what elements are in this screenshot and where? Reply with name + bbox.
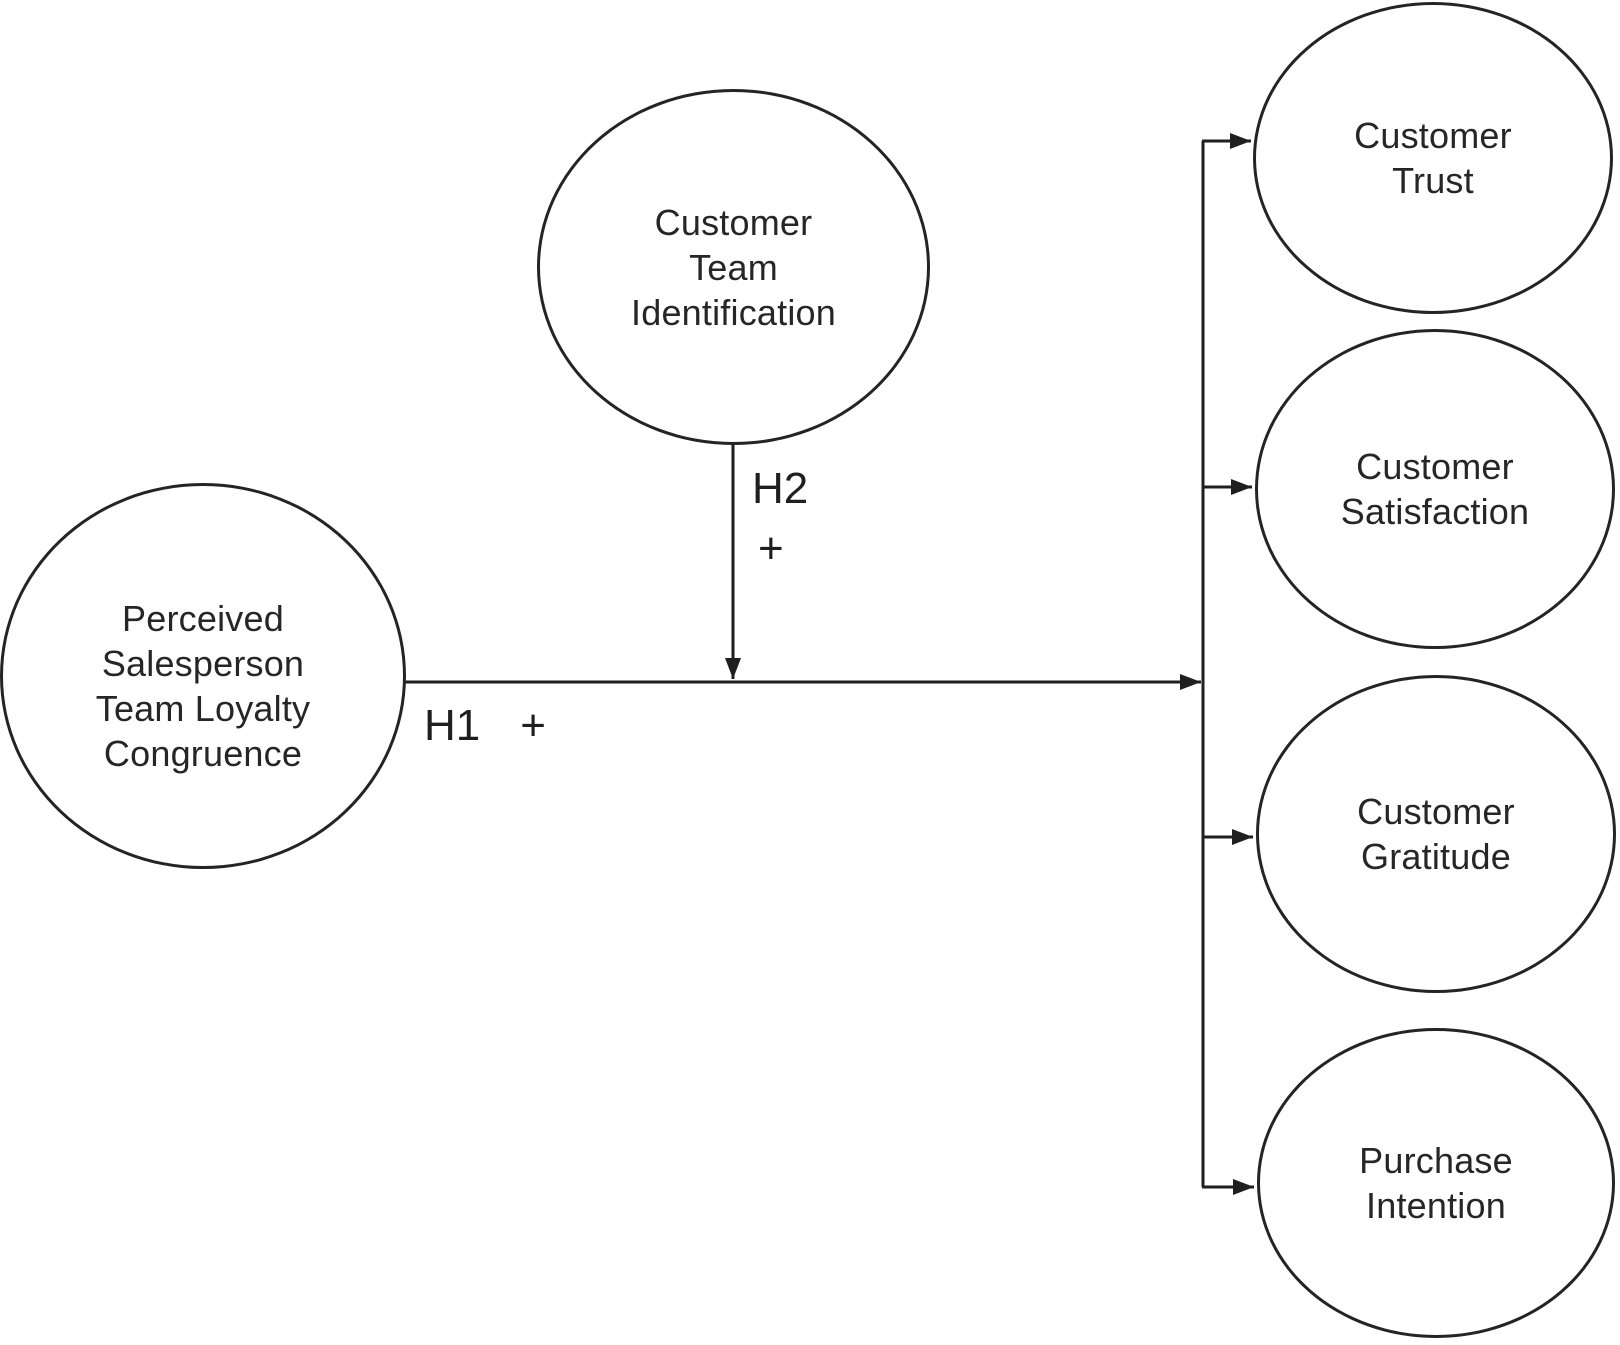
h2-sign: +: [758, 524, 784, 573]
h1-hypothesis-label: H1 +: [424, 696, 546, 756]
node-label: Customer Satisfaction: [1341, 444, 1530, 534]
node-label-line: Perceived: [122, 598, 284, 639]
node-customer-trust: Customer Trust: [1253, 2, 1613, 314]
node-label: Customer Trust: [1354, 113, 1512, 203]
node-purchase-intention: Purchase Intention: [1257, 1028, 1615, 1338]
node-label-line: Customer: [1354, 115, 1512, 156]
node-label: Purchase Intention: [1359, 1138, 1513, 1228]
node-label-line: Team: [689, 246, 778, 288]
node-perceived-salesperson-team-loyalty-congruence: Perceived Salesperson Team Loyalty Congr…: [0, 483, 406, 869]
node-label-line: Congruence: [103, 733, 303, 774]
h1-label: H1: [424, 701, 481, 750]
node-label-line: Satisfaction: [1340, 491, 1530, 532]
node-label-line: Customer: [1356, 446, 1514, 487]
h1-sign: +: [520, 701, 546, 750]
h2-label: H2: [752, 464, 809, 513]
node-label-line: Customer: [1357, 791, 1515, 832]
node-customer-team-identification: Customer Team Identification: [537, 89, 930, 445]
node-label: Customer Gratitude: [1357, 789, 1515, 879]
node-label-line: Trust: [1392, 160, 1474, 201]
node-customer-gratitude: Customer Gratitude: [1256, 675, 1616, 993]
node-customer-satisfaction: Customer Satisfaction: [1255, 329, 1615, 649]
node-label-line: Intention: [1366, 1185, 1506, 1226]
node-label-line: Purchase: [1359, 1140, 1513, 1181]
node-label: Perceived Salesperson Team Loyalty Congr…: [96, 596, 311, 776]
node-label-line: Customer: [654, 201, 813, 243]
h2-hypothesis-label: H2 +: [752, 459, 808, 579]
node-label-line: Identification: [631, 291, 836, 333]
node-label: Customer Team Identification: [631, 200, 836, 335]
node-label-line: Team Loyalty: [95, 688, 311, 729]
node-label-line: Salesperson: [101, 643, 305, 684]
node-label-line: Gratitude: [1361, 836, 1511, 877]
